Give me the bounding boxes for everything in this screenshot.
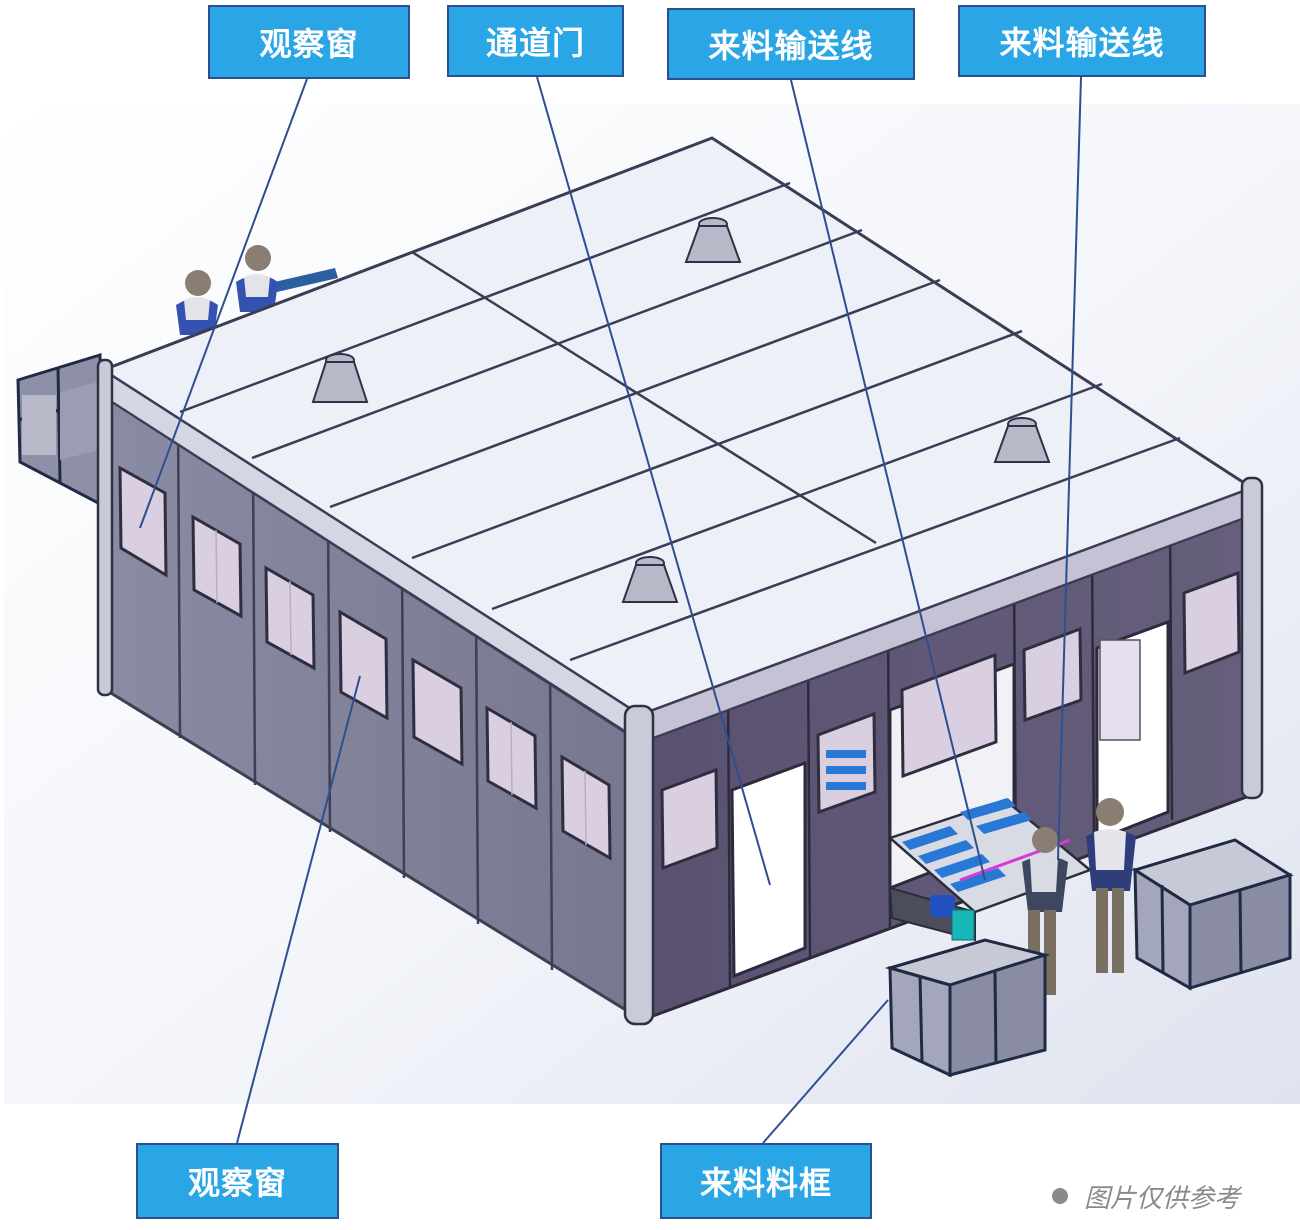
corner-posts: [96, 358, 1264, 1026]
interior-cabinet: [1099, 639, 1141, 741]
front-material-crate: [884, 938, 1051, 1078]
leader-line-conveyor-1: [790, 79, 986, 881]
interior-conveyor-view: [826, 750, 866, 790]
roof-vents: [311, 217, 1051, 603]
leader-lines: [139, 76, 1082, 1144]
watermark: 图片仅供参考: [1052, 1176, 1292, 1216]
watermark-text: 图片仅供参考: [1084, 1183, 1241, 1214]
callout-observation-window-bottom: 观察窗: [136, 1143, 339, 1219]
callout-material-crate: 来料料框: [660, 1143, 872, 1219]
workers-back-left: [176, 245, 338, 335]
callout-incoming-conveyor-2: 来料输送线: [958, 5, 1206, 77]
callout-incoming-conveyor-1: 来料输送线: [667, 8, 915, 80]
callout-observation-window-top: 观察窗: [208, 5, 410, 79]
passage-door-opening: [730, 760, 807, 979]
right-material-crate: [1131, 838, 1294, 991]
leader-line-window-bottom: [236, 675, 361, 1144]
leader-line-window-top: [139, 78, 308, 529]
window-inner-lines: [215, 529, 587, 846]
workers-front: [1022, 798, 1136, 995]
leader-line-conveyor-2: [1057, 76, 1082, 861]
leader-line-door: [536, 76, 771, 886]
bullet-dot-icon: [1052, 1188, 1068, 1204]
leader-line-crate: [762, 999, 889, 1144]
callout-passage-door: 通道门: [447, 5, 624, 77]
roof-panel-lines: [179, 181, 1181, 662]
